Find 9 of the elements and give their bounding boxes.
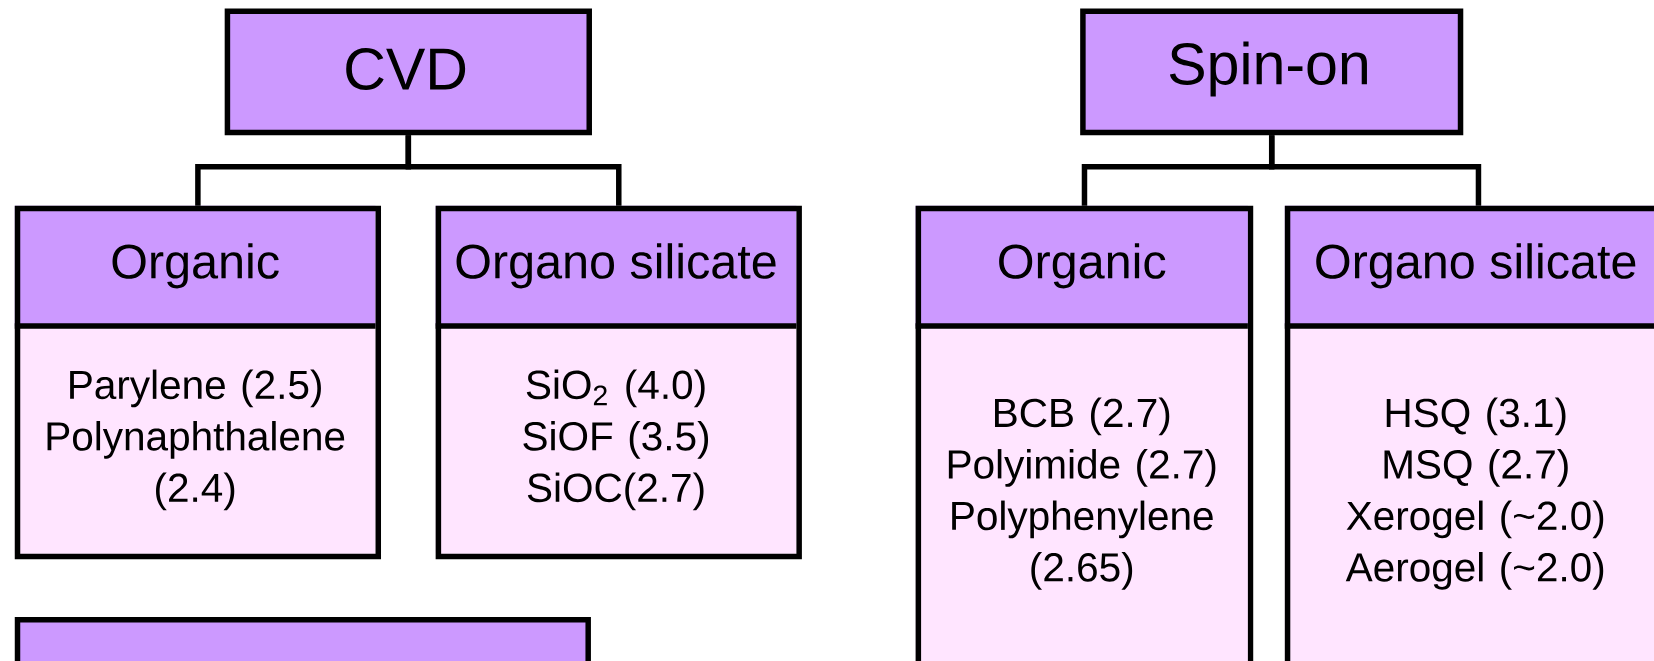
material-box: Organo silicate HSQ (3.1) MSQ (2.7) Xerogel (~2.0) Aerogel (~2.0) bbox=[1284, 205, 1654, 661]
tree-connector bbox=[405, 135, 622, 206]
category-box bbox=[14, 616, 591, 661]
tree-connector bbox=[1268, 135, 1482, 206]
material-box: Organo silicate SiO$_{2}$ (4.0) SiOF (3.5) SiOC(2.7) bbox=[435, 205, 802, 560]
category-box: CVD bbox=[224, 8, 592, 136]
category-box: Spin-on bbox=[1080, 8, 1464, 136]
material-box: Organic BCB (2.7) Polyimide (2.7) Polyphenylene (2.65) bbox=[915, 205, 1254, 661]
material-box: Organic Parylene (2.5) Polynaphthalene (2.4) bbox=[14, 205, 381, 560]
